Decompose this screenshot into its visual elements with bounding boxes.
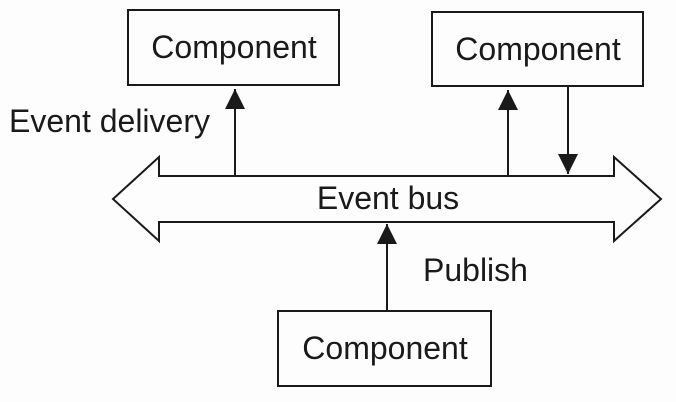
component-top-right-label: Component [455, 31, 621, 67]
component-top-right-box [431, 11, 644, 87]
component-bottom-label: Component [302, 330, 468, 366]
publish-label: Publish [423, 252, 528, 288]
component-top-left-box [127, 9, 340, 86]
component-top-left-label: Component [151, 29, 317, 65]
event-bus-shape [111, 154, 663, 244]
event-bus-label: Event bus [317, 180, 459, 216]
component-bottom-box [277, 310, 492, 387]
event-delivery-label: Event delivery [9, 103, 210, 139]
